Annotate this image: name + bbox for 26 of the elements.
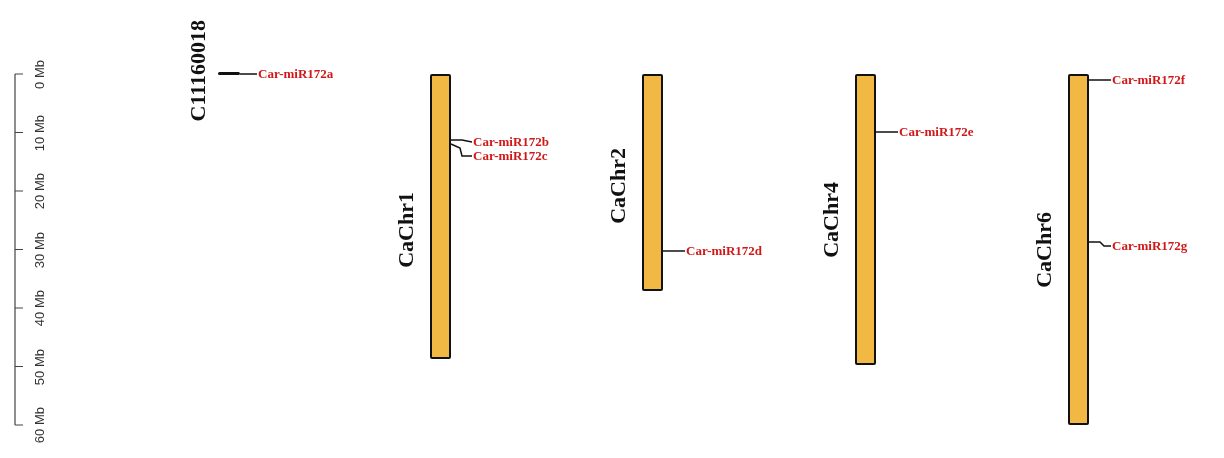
gene-label: Car-miR172f — [1112, 72, 1186, 88]
gene-label: Car-miR172c — [473, 148, 548, 164]
scale-label: 60 Mb — [32, 407, 48, 444]
leader-line — [239, 73, 258, 75]
chromosome-label: CaChr1 — [394, 192, 418, 268]
scale-label: 10 Mb — [32, 114, 48, 151]
chromosome-label: C11160018 — [186, 19, 210, 121]
chromosome-label: CaChr6 — [1032, 212, 1056, 288]
gene-label: Car-miR172a — [258, 66, 334, 82]
chromosome-label: CaChr2 — [606, 148, 630, 224]
leader-line — [1088, 241, 1112, 247]
scale-label: 30 Mb — [32, 231, 48, 268]
gene-label: Car-miR172b — [473, 134, 550, 150]
leader-line — [662, 250, 686, 252]
scale-label: 0 Mb — [32, 59, 48, 89]
leader-line — [1088, 79, 1112, 81]
gene-label: Car-miR172e — [899, 124, 974, 140]
scale-label: 20 Mb — [32, 173, 48, 210]
leader-line — [450, 143, 473, 157]
leader-line — [875, 131, 899, 133]
gene-label: Car-miR172d — [686, 243, 763, 259]
chromosome-label: CaChr4 — [819, 182, 843, 258]
gene-label: Car-miR172g — [1112, 238, 1188, 254]
scale-label: 40 Mb — [32, 290, 48, 327]
scale-label: 50 Mb — [32, 348, 48, 385]
leader-line — [450, 139, 473, 143]
